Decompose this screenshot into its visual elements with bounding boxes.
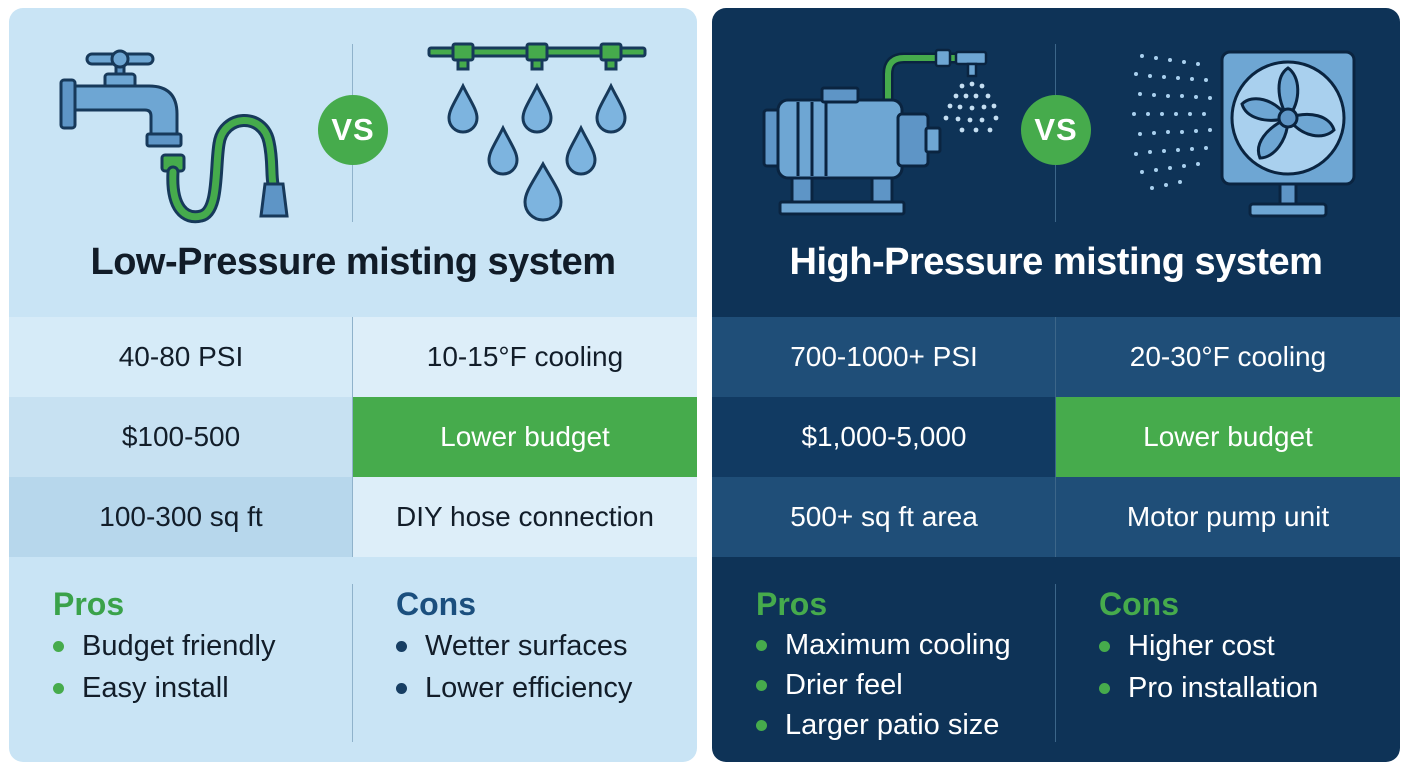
panel-title: Low-Pressure misting system (90, 241, 616, 283)
bullet-icon (756, 679, 767, 691)
bullet-icon (53, 682, 64, 694)
bullet-icon (396, 682, 407, 694)
cons-item: Pro installation (1128, 671, 1319, 704)
cons-item: Lower efficiency (425, 671, 633, 704)
pros-item: Easy install (82, 671, 229, 704)
pros-column: Pros Budget friendly Easy install (53, 586, 275, 709)
spec-cost: $1,000-5,000 (712, 397, 1056, 477)
pros-cons: Pros Maximum cooling Drier feel Larger p… (712, 574, 1400, 744)
vs-label: VS (1034, 112, 1078, 147)
bullet-icon (756, 639, 767, 651)
table-divider (1055, 317, 1056, 557)
bullet-icon (396, 640, 407, 652)
mist-fan-icon (1132, 50, 1356, 218)
vs-badge: VS (1021, 95, 1091, 165)
bullet-icon (53, 640, 64, 652)
vs-badge: VS (318, 95, 388, 165)
cons-column: Cons Higher cost Pro installation (1099, 586, 1318, 709)
pros-heading: Pros (53, 586, 125, 622)
list-item: Lower efficiency (396, 667, 632, 709)
spec-cost: $100-500 (9, 397, 353, 477)
motor-pump-with-spray-nozzle-icon (762, 48, 999, 216)
spec-table: 40-80 PSI 10-15°F cooling $100-500 Lower… (9, 317, 697, 557)
list-item: Wetter surfaces (396, 625, 632, 667)
bullet-icon (756, 719, 767, 731)
spec-cooling: 20-30°F cooling (1056, 317, 1400, 397)
pros-item: Larger patio size (785, 708, 1000, 741)
cons-item: Higher cost (1128, 629, 1275, 662)
cons-heading: Cons (396, 586, 476, 622)
pros-cons-divider (352, 584, 353, 742)
pros-heading: Pros (756, 586, 828, 622)
panel-title: High-Pressure misting system (789, 241, 1323, 283)
cons-item: Wetter surfaces (425, 629, 628, 662)
list-item: Drier feel (756, 665, 1011, 705)
low-pressure-icons: VS (9, 8, 697, 238)
spec-pressure: 40-80 PSI (9, 317, 353, 397)
spec-table: 700-1000+ PSI 20-30°F cooling $1,000-5,0… (712, 317, 1400, 557)
list-item: Higher cost (1099, 625, 1318, 667)
list-item: Easy install (53, 667, 275, 709)
bullet-icon (1099, 682, 1110, 694)
faucet-with-garden-hose-icon (59, 49, 289, 224)
pros-column: Pros Maximum cooling Drier feel Larger p… (756, 586, 1011, 745)
spec-cooling: 10-15°F cooling (353, 317, 697, 397)
spec-pressure: 700-1000+ PSI (712, 317, 1056, 397)
list-item: Larger patio size (756, 705, 1011, 745)
cons-heading: Cons (1099, 586, 1179, 622)
vs-label: VS (331, 112, 375, 147)
spec-install: DIY hose connection (353, 477, 697, 557)
bullet-icon (1099, 640, 1110, 652)
list-item: Maximum cooling (756, 625, 1011, 665)
table-divider (352, 317, 353, 557)
cons-column: Cons Wetter surfaces Lower efficiency (396, 586, 632, 709)
low-pressure-panel: VS Low-Pressure misting system (9, 8, 697, 762)
high-pressure-panel: VS (712, 8, 1400, 762)
spec-budget-badge: Lower budget (1056, 397, 1400, 477)
list-item: Budget friendly (53, 625, 275, 667)
list-item: Pro installation (1099, 667, 1318, 709)
pros-item: Drier feel (785, 668, 903, 701)
high-pressure-icons: VS (712, 8, 1400, 238)
pros-item: Budget friendly (82, 629, 276, 662)
mist-line-with-water-drops-icon (427, 42, 647, 222)
pros-item: Maximum cooling (785, 628, 1011, 661)
pros-cons: Pros Budget friendly Easy install Cons W… (9, 574, 697, 744)
spec-budget-badge: Lower budget (353, 397, 697, 477)
pros-cons-divider (1055, 584, 1056, 742)
spec-install: Motor pump unit (1056, 477, 1400, 557)
spec-area: 500+ sq ft area (712, 477, 1056, 557)
spec-area: 100-300 sq ft (9, 477, 353, 557)
